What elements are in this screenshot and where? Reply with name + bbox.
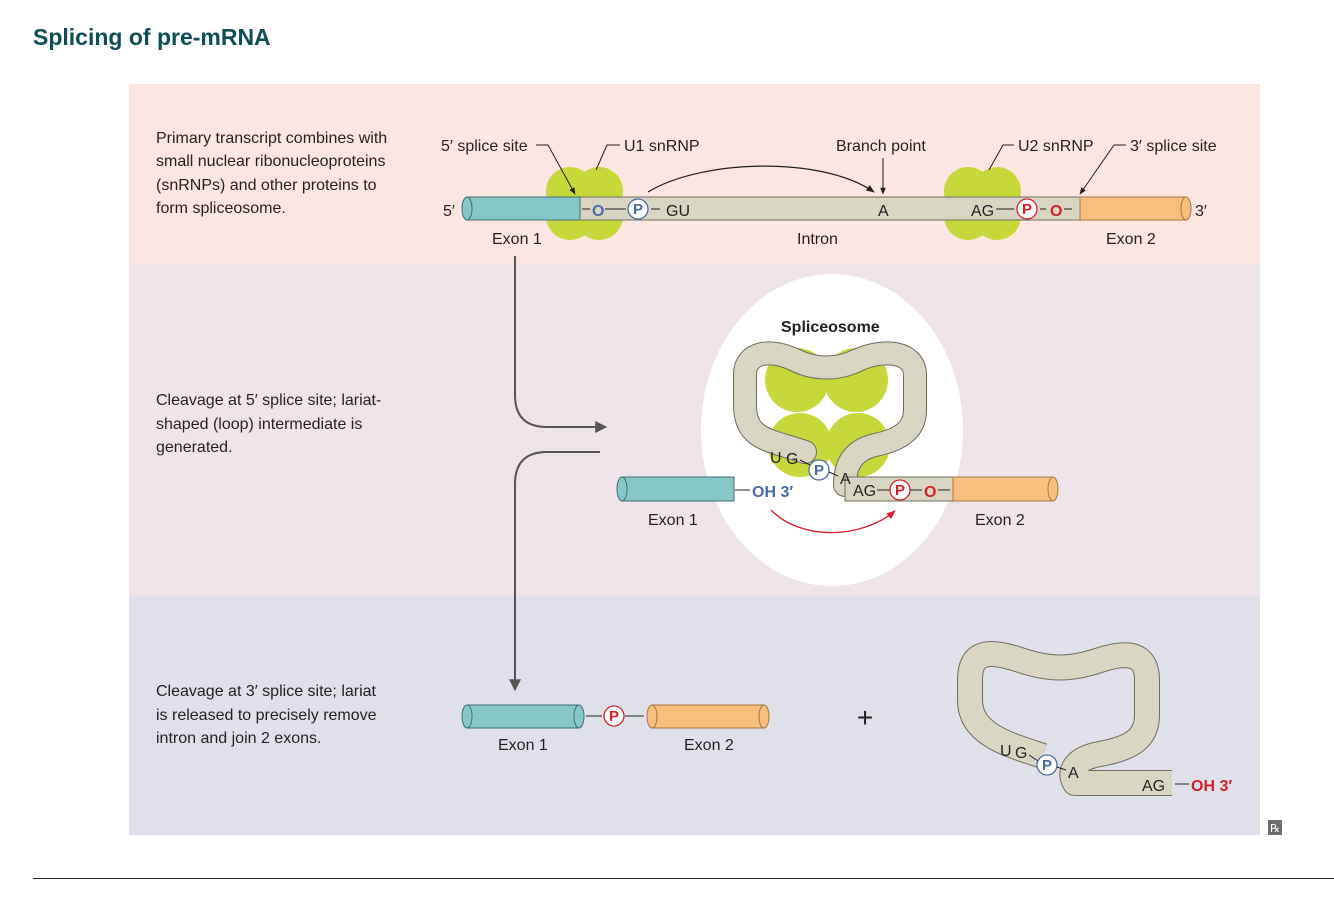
exon2-tube-step3 [646, 704, 770, 729]
u-label-step2: U [770, 450, 782, 467]
page-title: Splicing of pre-mRNA [33, 24, 271, 50]
g-label-step2: G [786, 451, 798, 468]
label-branch-point: Branch point [836, 138, 926, 155]
pointer-u1 [595, 144, 620, 171]
step2-description: Cleavage at 5′ splice site; lariat- shap… [156, 392, 381, 456]
phosphate-join-step3: P [603, 705, 625, 727]
ag-label-step3: AG [1142, 778, 1165, 795]
branch-a-label: A [878, 203, 889, 220]
a-label-step2: A [840, 471, 851, 488]
oxygen-right: O [1050, 203, 1062, 220]
bond-p-a-step2 [828, 471, 839, 477]
step2-desc-line: Cleavage at 5′ splice site; lariat- [156, 392, 381, 409]
label-u1-snrnp: U1 snRNP [624, 138, 700, 155]
phosphate-left: P [627, 198, 649, 220]
phosphate-join-label: P [609, 708, 619, 725]
exon1-tube-step2 [616, 476, 735, 502]
phosphate-right-label: P [1022, 201, 1032, 218]
step3-desc-line: Cleavage at 3′ splice site; lariat [156, 683, 377, 700]
label-u2-snrnp: U2 snRNP [1018, 138, 1094, 155]
exon2-label-step3: Exon 2 [684, 737, 734, 754]
exon2-label: Exon 2 [1106, 231, 1156, 248]
exon1-label-step3: Exon 1 [498, 737, 548, 754]
rx-glyph: ℞ [1270, 822, 1280, 835]
pointer-3-splice-site [1079, 144, 1126, 195]
a-label-step3: A [1068, 765, 1079, 782]
phosphate-right-step2: P [889, 479, 911, 501]
pointer-5-splice-site [536, 144, 576, 195]
exon2-label-step2: Exon 2 [975, 512, 1025, 529]
step2-desc-line: generated. [156, 439, 233, 456]
step1-desc-line: form spliceosome. [156, 200, 286, 217]
exon1-tube [461, 196, 581, 221]
released-lariat [957, 641, 1172, 796]
oh3-label-step3: OH 3′ [1191, 778, 1232, 795]
ag-label: AG [971, 203, 994, 220]
step2-desc-line: shaped (loop) intermediate is [156, 416, 362, 433]
step3-desc-line: intron and join 2 exons. [156, 730, 321, 747]
u-label-step3: U [1000, 743, 1012, 760]
panel-step2 [129, 264, 1260, 596]
flow-arrow-to-step3 [509, 451, 600, 692]
step1-description: Primary transcript combines with small n… [156, 130, 387, 217]
plus-sign: + [857, 702, 873, 733]
bottom-rule [33, 878, 1334, 879]
label-5-splice-site: 5′ splice site [441, 138, 528, 155]
five-prime-label: 5′ [443, 203, 455, 220]
flow-arrow-into-spliceosome [514, 256, 608, 433]
spliceosome-lariat [733, 341, 927, 497]
gu-label: GU [666, 203, 690, 220]
step1-desc-line: (snRNPs) and other proteins to [156, 177, 377, 194]
oh3-label-step2: OH 3′ [752, 484, 793, 501]
phosphate-lariat-step3: P [1036, 754, 1058, 776]
oxygen-right-step2: O [924, 484, 936, 501]
three-prime-label: 3′ [1195, 203, 1207, 220]
phosphate-center-step2: P [808, 459, 830, 481]
phosphate-right-step2-label: P [895, 482, 905, 499]
phosphate-left-label: P [633, 201, 643, 218]
branch-attack-arrow [647, 165, 875, 193]
step3-description: Cleavage at 3′ splice site; lariat is re… [156, 683, 377, 747]
exon2-tube [1079, 196, 1192, 221]
step3-desc-line: is released to precisely remove [156, 707, 377, 724]
ag-label-step2: AG [853, 483, 876, 500]
bond-g-p-step2 [799, 459, 811, 466]
g-label-step3: G [1015, 745, 1027, 762]
label-3-splice-site: 3′ splice site [1130, 138, 1217, 155]
spliceosome-label: Spliceosome [781, 319, 880, 336]
step1-desc-line: Primary transcript combines with [156, 130, 387, 147]
exon1-tube-step3 [461, 704, 585, 729]
exon1-label: Exon 1 [492, 231, 542, 248]
step1-desc-line: small nuclear ribonucleoproteins [156, 153, 385, 170]
exon2-tube-step2 [952, 476, 1059, 502]
oxygen-left: O [592, 203, 604, 220]
ligation-arrow [770, 509, 896, 534]
phosphate-center-label: P [814, 462, 824, 479]
pointer-u2 [988, 144, 1014, 171]
phosphate-lariat-label: P [1042, 757, 1052, 774]
rx-icon: ℞ [1268, 820, 1282, 835]
exon1-label-step2: Exon 1 [648, 512, 698, 529]
phosphate-right: P [1016, 198, 1038, 220]
intron-label: Intron [797, 231, 838, 248]
